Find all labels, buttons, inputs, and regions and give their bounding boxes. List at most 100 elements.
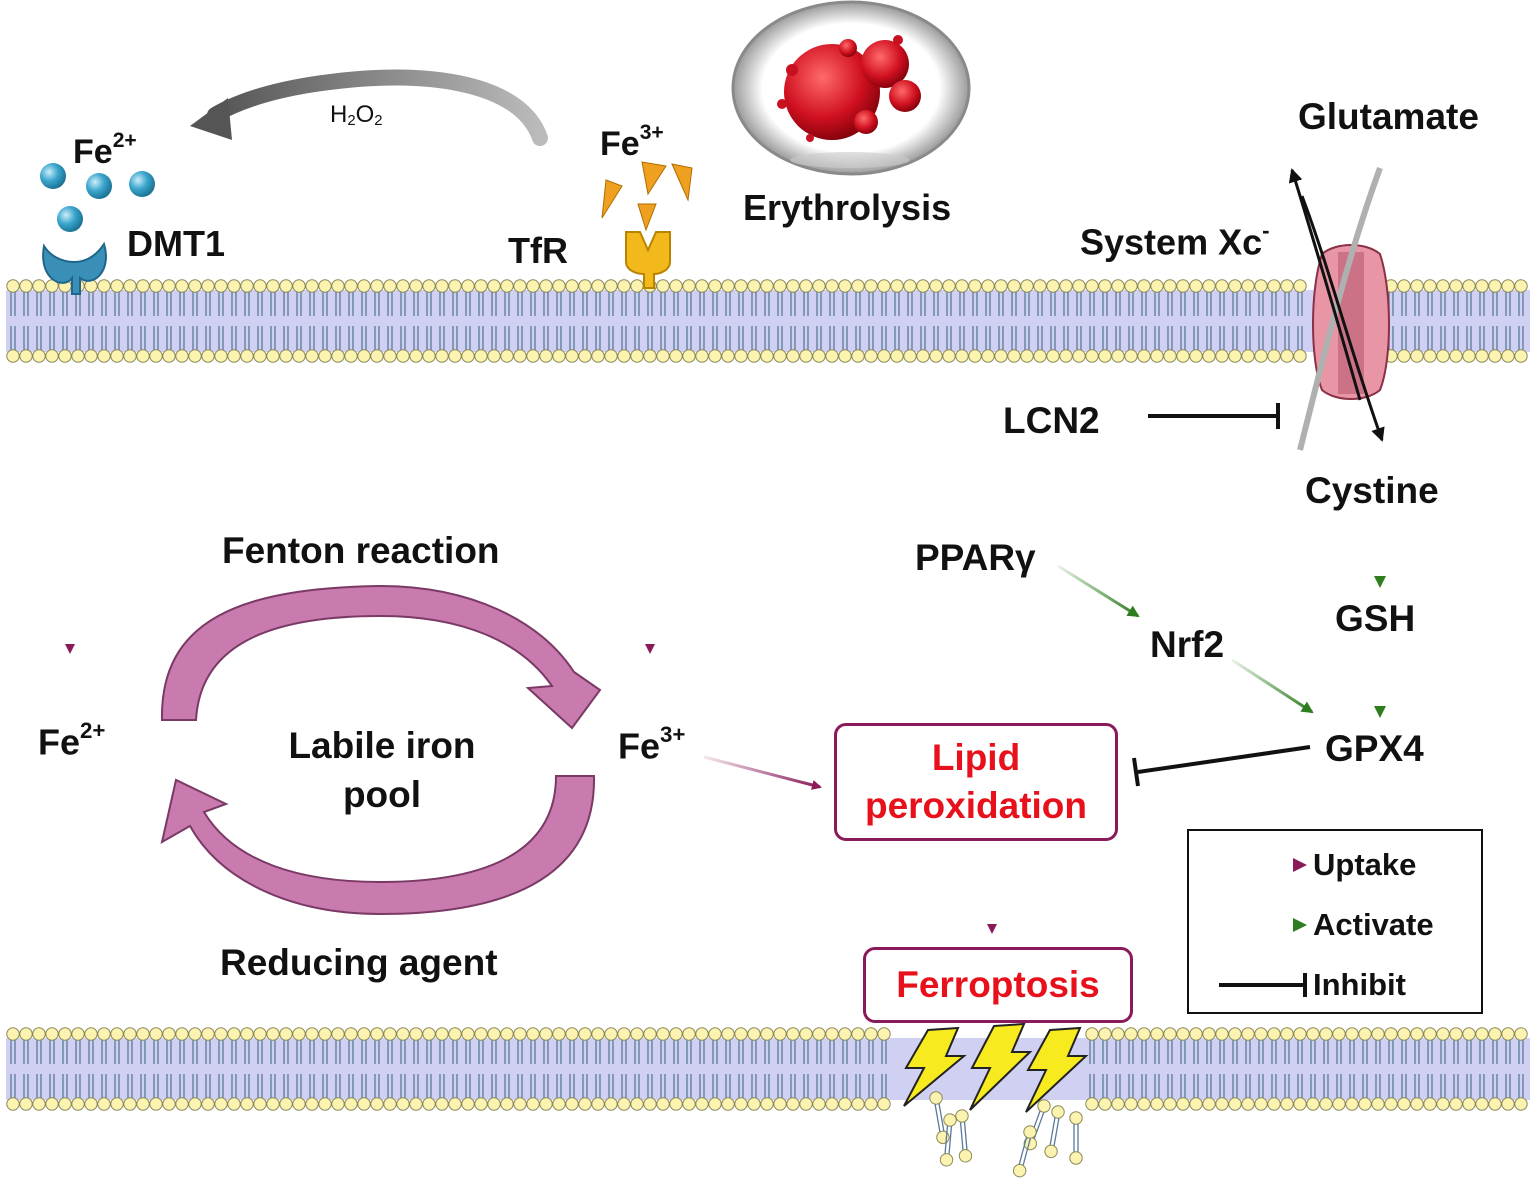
lipid-head xyxy=(1228,349,1242,363)
lipid-head xyxy=(1037,1099,1051,1113)
lipid-head xyxy=(188,1027,202,1041)
lipid-head xyxy=(565,1027,579,1041)
lipid-tail xyxy=(959,290,965,316)
lipid-head xyxy=(201,279,215,293)
lipid-head xyxy=(1085,1097,1099,1111)
lipid-tail xyxy=(205,1074,211,1100)
lipid-tail xyxy=(1284,1074,1290,1100)
lipid-tail xyxy=(244,326,250,352)
lipid-head xyxy=(240,1097,254,1111)
plasma-membrane-top xyxy=(6,279,1530,363)
lipid-tail xyxy=(322,290,328,316)
lipid-tail xyxy=(127,1074,133,1100)
lipid-head xyxy=(383,1097,397,1111)
lipid-head xyxy=(1215,279,1229,293)
lipid-head xyxy=(1501,1097,1515,1111)
lipid-tail xyxy=(1076,326,1082,352)
lipid-head xyxy=(916,349,930,363)
lipid-tail xyxy=(1167,326,1173,352)
lipid-tail xyxy=(23,326,29,352)
lipid-head xyxy=(799,279,813,293)
lipid-tail xyxy=(322,1074,328,1100)
lipid-tail xyxy=(387,1074,393,1100)
fe3-pool-symbol: Fe xyxy=(618,725,661,767)
broken-lipid-fragment xyxy=(929,1091,973,1167)
lipid-tail xyxy=(361,326,367,352)
lipid-head xyxy=(1085,279,1099,293)
system-xc-text: System Xc xyxy=(1080,221,1263,263)
lipid-tail xyxy=(88,1038,94,1064)
lipid-tail xyxy=(478,1074,484,1100)
lipid-tail xyxy=(842,1074,848,1100)
reducing-cycle-arrow xyxy=(160,775,596,916)
lipid-tail xyxy=(348,290,354,316)
lipid-head xyxy=(1215,1097,1229,1111)
lipid-tail xyxy=(504,1074,510,1100)
lipid-tail xyxy=(1089,1074,1095,1100)
lipid-tail xyxy=(660,1038,666,1064)
lipid-tail xyxy=(1245,290,1251,316)
lipid-tail xyxy=(400,326,406,352)
lipid-tail xyxy=(1284,290,1290,316)
lipid-tail xyxy=(387,326,393,352)
lipid-head xyxy=(136,349,150,363)
lipid-head xyxy=(1514,1027,1528,1041)
lipid-tail xyxy=(88,290,94,316)
labile-iron-pool-line2: pool xyxy=(342,773,422,815)
lipid-tail xyxy=(777,326,783,352)
fe2-ion-icon xyxy=(57,206,83,232)
lipid-head xyxy=(591,279,605,293)
lipid-tail xyxy=(1492,326,1498,352)
lipid-tail xyxy=(1466,290,1472,316)
reducing-agent-label: Reducing agent xyxy=(220,942,498,983)
lipid-head xyxy=(929,279,943,293)
lipid-tail xyxy=(23,1074,29,1100)
fe2-ion-icon xyxy=(40,163,66,189)
lipid-tail xyxy=(686,326,692,352)
lipid-head xyxy=(175,349,189,363)
lipid-tail xyxy=(1128,1074,1134,1100)
lipid-head xyxy=(370,1027,384,1041)
lipid-head xyxy=(708,279,722,293)
lipid-tail xyxy=(270,1038,276,1064)
lipid-tail xyxy=(530,290,536,316)
lipid-head xyxy=(682,1027,696,1041)
lipid-head xyxy=(552,1027,566,1041)
lipid-head xyxy=(630,1097,644,1111)
lipid-tail xyxy=(621,1038,627,1064)
lipid-tail xyxy=(790,326,796,352)
lipid-head xyxy=(929,1091,943,1105)
lipid-head xyxy=(773,1027,787,1041)
lipid-head xyxy=(526,1027,540,1041)
lipid-head xyxy=(877,1027,891,1041)
lipid-head xyxy=(1449,349,1463,363)
lipid-head xyxy=(1280,1097,1294,1111)
lipid-tail xyxy=(244,1074,250,1100)
lipid-tail xyxy=(569,1038,575,1064)
lipid-head xyxy=(1358,1027,1372,1041)
lipid-head xyxy=(682,1097,696,1111)
lipid-tail xyxy=(23,290,29,316)
lipid-head xyxy=(851,1027,865,1041)
lipid-tail xyxy=(283,290,289,316)
lipid-tail xyxy=(348,1038,354,1064)
lipid-head xyxy=(383,349,397,363)
lipid-tail xyxy=(621,290,627,316)
lipid-tail xyxy=(1375,1074,1381,1100)
lipid-head xyxy=(1189,1027,1203,1041)
lipid-tail xyxy=(478,1038,484,1064)
lipid-head xyxy=(1319,1097,1333,1111)
lipid-tail xyxy=(413,1074,419,1100)
lipid-head xyxy=(1137,349,1151,363)
lipid-tail xyxy=(803,1074,809,1100)
lipid-head xyxy=(1215,1027,1229,1041)
lipid-head xyxy=(1033,349,1047,363)
lipid-tail xyxy=(959,326,965,352)
lipid-head xyxy=(578,349,592,363)
lipid-tail xyxy=(1063,290,1069,316)
lipid-head xyxy=(1007,279,1021,293)
erythrolysis-illustration xyxy=(731,0,971,176)
lipid-tail xyxy=(1492,1038,1498,1064)
lipid-tail xyxy=(699,290,705,316)
lipid-head xyxy=(357,1027,371,1041)
